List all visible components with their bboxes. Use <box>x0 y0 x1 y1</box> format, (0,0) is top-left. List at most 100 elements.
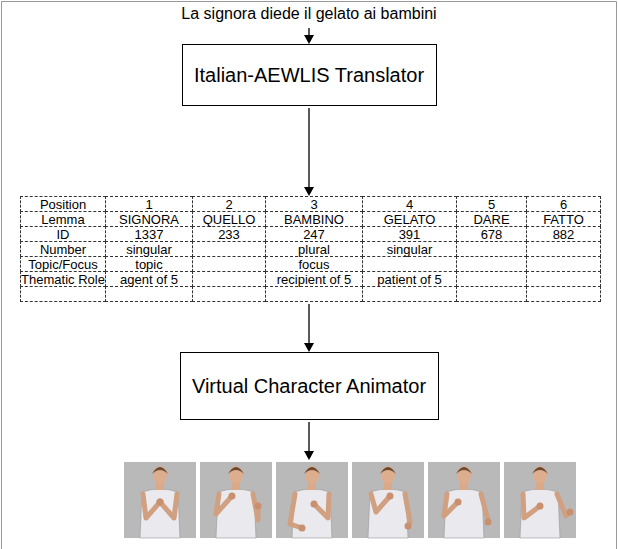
flow-arrow <box>304 108 314 196</box>
table-cell: FATTO <box>526 211 601 227</box>
table-cell <box>192 286 266 302</box>
table-value: focus <box>298 257 329 272</box>
hand <box>157 499 164 506</box>
table-cell <box>456 271 527 287</box>
shirt <box>140 489 180 538</box>
input-sentence: La signora diede il gelato ai bambini <box>60 2 558 26</box>
table-cell: 247 <box>265 226 363 242</box>
table-cell: singular <box>105 241 193 257</box>
image-ground <box>124 462 196 538</box>
table-cell <box>20 286 106 302</box>
table-cell: Thematic Role <box>20 271 106 287</box>
table-value: recipient of 5 <box>277 272 351 287</box>
head <box>533 466 547 484</box>
table-cell <box>192 271 266 287</box>
table-cell <box>526 271 601 287</box>
hand <box>405 523 412 530</box>
row-header: Position <box>40 197 86 212</box>
table-cell <box>265 286 363 302</box>
head <box>305 466 319 484</box>
table-cell: plural <box>265 241 363 257</box>
table-cell: Lemma <box>20 211 106 227</box>
avatar-image <box>200 462 272 538</box>
hair <box>228 467 244 474</box>
row-header: Thematic Role <box>21 272 105 287</box>
arrow-head <box>304 343 314 352</box>
table-value: 233 <box>218 227 240 242</box>
avatar-image <box>276 462 348 538</box>
table-cell: 1 <box>105 196 193 212</box>
process-box: Italian-AEWLIS Translator <box>182 44 437 106</box>
table-value: 1337 <box>135 227 164 242</box>
table-value: 4 <box>406 197 413 212</box>
table-cell: singular <box>362 241 457 257</box>
table-cell: BAMBINO <box>265 211 363 227</box>
arm <box>444 494 458 516</box>
shirt <box>368 489 408 538</box>
table-cell: 1337 <box>105 226 193 242</box>
table-cell <box>362 256 457 272</box>
shirt <box>216 489 256 538</box>
table-value: GELATO <box>384 212 436 227</box>
output-arrow <box>308 422 309 452</box>
table-value: 678 <box>481 227 503 242</box>
table-value: 3 <box>310 197 317 212</box>
avatar-image <box>124 462 196 538</box>
image-ground <box>428 462 500 538</box>
table-cell: topic <box>105 256 193 272</box>
arrow-head <box>304 451 314 460</box>
arrow-head <box>304 35 314 44</box>
table-cell: Topic/Focus <box>20 256 106 272</box>
image-ground <box>504 462 576 538</box>
table-cell <box>192 256 266 272</box>
table-cell: recipient of 5 <box>265 271 363 287</box>
feature-table: Position123456LemmaSIGNORAQUELLOBAMBINOG… <box>20 196 600 302</box>
shirt <box>444 489 484 538</box>
arm <box>290 494 302 528</box>
table-cell: ID <box>20 226 106 242</box>
head <box>457 466 471 484</box>
row-header: Number <box>40 242 86 257</box>
box-label: Italian-AEWLIS Translator <box>194 64 424 87</box>
table-cell <box>456 256 527 272</box>
shirt <box>292 489 332 538</box>
hand <box>455 499 462 506</box>
head <box>229 466 243 484</box>
hair <box>532 467 548 474</box>
hair <box>304 467 320 474</box>
table-value: singular <box>387 242 433 257</box>
avatar-image <box>428 462 500 538</box>
hand <box>299 525 306 532</box>
row-header: Topic/Focus <box>28 257 97 272</box>
hand <box>537 503 544 510</box>
table-cell: GELATO <box>362 211 457 227</box>
hand <box>567 509 574 516</box>
box-label: Virtual Character Animator <box>192 375 426 398</box>
arrow-line <box>308 28 309 36</box>
hand <box>255 503 262 510</box>
hand <box>229 493 236 500</box>
table-cell <box>526 241 601 257</box>
avatar-image <box>352 462 424 538</box>
avatar-image <box>504 462 576 538</box>
arrow-line <box>308 108 309 188</box>
head <box>381 466 395 484</box>
table-cell <box>362 286 457 302</box>
table-value: 5 <box>488 197 495 212</box>
table-cell <box>526 256 601 272</box>
table-value: FATTO <box>543 212 584 227</box>
table-value: singular <box>126 242 172 257</box>
table-cell: 6 <box>526 196 601 212</box>
hand <box>387 493 394 500</box>
table-cell: SIGNORA <box>105 211 193 227</box>
arrow-head <box>304 187 314 196</box>
table-value: 391 <box>399 227 421 242</box>
table-cell: 678 <box>456 226 527 242</box>
sentence-text: La signora diede il gelato ai bambini <box>181 5 436 23</box>
table-cell: 233 <box>192 226 266 242</box>
table-value: 247 <box>303 227 325 242</box>
table-cell: 5 <box>456 196 527 212</box>
arrow-line <box>308 304 309 344</box>
hair <box>380 467 396 474</box>
